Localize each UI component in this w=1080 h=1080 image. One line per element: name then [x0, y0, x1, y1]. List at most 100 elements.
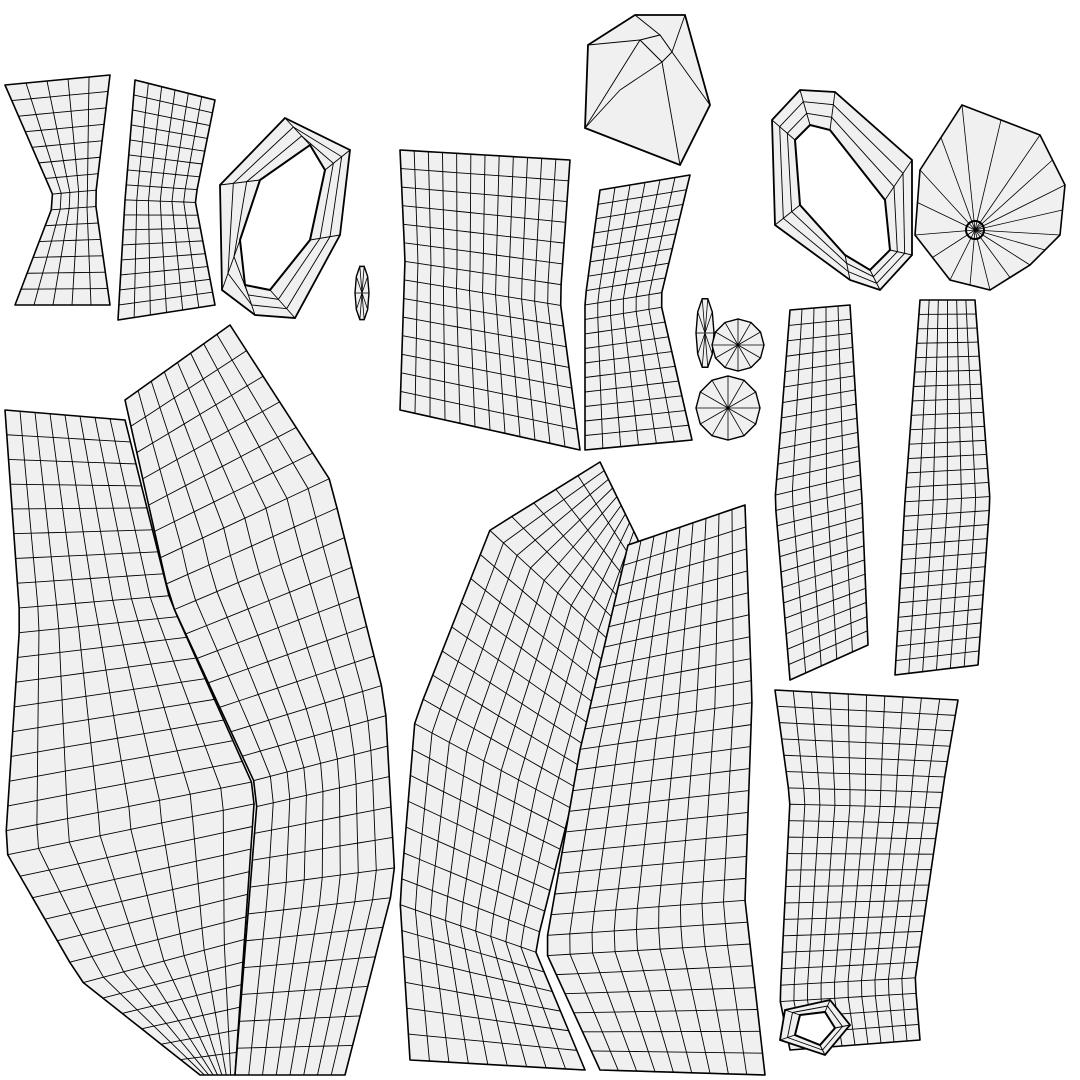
island-outline — [399, 149, 581, 451]
edge-ring — [825, 306, 838, 660]
edge-ring — [460, 496, 618, 1065]
edge-ring — [569, 540, 642, 1071]
uv-island-arm-right-a — [774, 304, 869, 681]
edge-loop — [778, 432, 858, 450]
edge-loop — [39, 238, 101, 242]
edge-ring — [163, 371, 307, 1076]
fan-spoke — [974, 229, 1031, 266]
edge-ring — [834, 693, 851, 1047]
edge-loop — [27, 271, 106, 274]
ring-edge — [889, 249, 913, 256]
cap-top — [639, 34, 673, 63]
disc-spoke — [700, 391, 729, 409]
edge-loop — [412, 749, 566, 830]
uv-island-sleeve-left-a — [4, 74, 111, 306]
edge-ring — [67, 78, 80, 306]
edge-ring — [807, 691, 821, 1049]
cap-edge — [671, 51, 711, 106]
uv-island-pant-leg-left-back — [124, 324, 396, 1076]
edge-loop — [780, 417, 858, 434]
edge-loop — [786, 347, 853, 357]
edge-loop — [565, 987, 756, 995]
edge-ring — [847, 694, 867, 1046]
edge-loop — [603, 614, 750, 648]
ring-edge — [309, 234, 341, 241]
edge-ring — [534, 158, 551, 444]
edge-loop — [572, 768, 750, 792]
ring-edge — [219, 179, 261, 186]
cap-edge — [584, 89, 621, 129]
edge-loop — [18, 107, 107, 117]
disc-spoke — [359, 292, 363, 320]
disc-spoke — [361, 276, 369, 294]
island-outline — [546, 504, 766, 1076]
edge-loop — [555, 489, 628, 582]
edge-ring — [94, 417, 227, 1076]
edge-ring — [723, 509, 748, 1075]
ring-edge — [324, 149, 351, 171]
edge-ring — [901, 698, 941, 1042]
ring-edge — [824, 999, 831, 1013]
edge-ring — [837, 305, 853, 653]
uv-island-boot-column — [774, 689, 959, 1051]
edge-ring — [137, 390, 274, 1076]
fan-spoke — [940, 137, 976, 231]
disc-spoke — [704, 332, 709, 368]
edge-ring — [679, 518, 711, 1074]
edge-ring — [469, 154, 476, 427]
edge-ring — [445, 487, 613, 1064]
disc-spoke — [700, 407, 729, 425]
edge-ring — [482, 154, 491, 431]
ring-edge — [799, 89, 811, 126]
fan-spoke — [974, 229, 1046, 251]
cap-edge — [661, 61, 681, 166]
edge-loop — [470, 578, 602, 685]
edge-loop — [405, 981, 561, 1012]
disc-spoke — [711, 380, 729, 409]
disc-spoke — [737, 322, 752, 346]
edge-ring — [183, 96, 203, 308]
edge-loop — [451, 626, 592, 726]
edge-ring — [949, 299, 962, 669]
uv-island-arm-right-b — [894, 299, 991, 676]
uv-island-pillar-top — [399, 149, 581, 451]
edge-ring — [521, 157, 536, 441]
edge-ring — [64, 414, 218, 1076]
edge-ring — [79, 416, 223, 1076]
uv-island-ring-left — [219, 116, 351, 319]
edge-ring — [874, 696, 904, 1044]
edge-loop — [480, 554, 608, 665]
edge-ring — [177, 362, 324, 1076]
edge-ring — [46, 80, 71, 306]
edge-loop — [785, 602, 867, 635]
ring-edge — [284, 117, 311, 146]
edge-ring — [622, 182, 646, 446]
edge-loop — [21, 288, 108, 290]
edge-loop — [547, 921, 748, 936]
edge-loop — [441, 650, 587, 747]
edge-loop — [573, 1009, 758, 1014]
edge-loop — [788, 630, 868, 665]
edge-ring — [442, 152, 446, 421]
edge-loop — [788, 318, 851, 326]
edge-loop — [32, 140, 103, 148]
disc-spoke — [727, 391, 756, 409]
uv-island-small-disc-b — [695, 298, 715, 368]
edge-loop — [45, 222, 99, 227]
edge-ring — [86, 76, 92, 306]
edge-ring — [597, 187, 616, 449]
edge-ring — [808, 307, 822, 667]
fan-spoke — [974, 134, 1041, 231]
edge-loop — [25, 123, 105, 133]
edge-loop — [422, 698, 576, 788]
edge-loop — [401, 930, 545, 973]
edge-loop — [599, 636, 750, 669]
disc-spoke — [704, 332, 713, 355]
ring-edge — [844, 254, 851, 281]
uv-island-pant-leg-right-front — [399, 461, 639, 1071]
uv-island-sleeve-left-b — [117, 79, 216, 321]
disc-spoke — [359, 266, 363, 294]
ring-loop — [227, 126, 343, 310]
ring-edge — [269, 289, 296, 319]
edge-ring — [908, 299, 930, 674]
